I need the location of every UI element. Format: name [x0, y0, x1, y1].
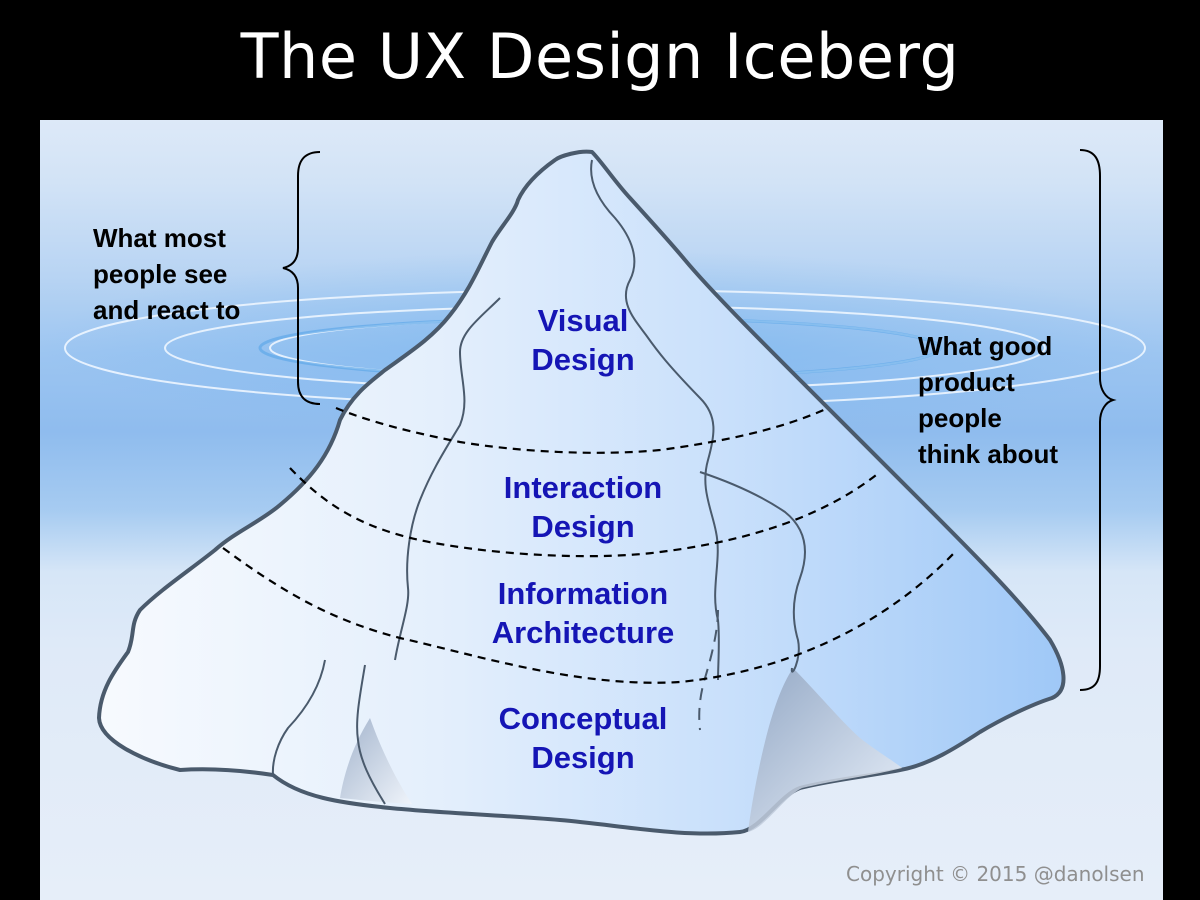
- layer-interaction-design: Interaction Design: [423, 468, 743, 546]
- layer-label-line: Conceptual: [498, 701, 668, 736]
- left-brace: [282, 151, 321, 405]
- right-callout-line: What good: [918, 331, 1053, 361]
- page-title: The UX Design Iceberg: [240, 20, 960, 93]
- boundary-information-conceptual: [222, 547, 956, 684]
- left-callout-line: What most: [93, 223, 226, 253]
- boundary-visual-interaction: [335, 406, 829, 454]
- layer-label-line: Design: [531, 509, 635, 544]
- layer-label-line: Information: [497, 576, 669, 611]
- left-callout-line: people see: [93, 259, 228, 289]
- layer-label-line: Design: [531, 342, 635, 377]
- diagram-canvas: What most people see and react to What g…: [40, 120, 1163, 900]
- iceberg-shadow-left: [340, 718, 412, 804]
- iceberg-crevices: [271, 159, 806, 805]
- right-callout-line: product: [918, 367, 1015, 397]
- iceberg-diagram: [40, 120, 1163, 900]
- left-callout: What most people see and react to: [93, 220, 240, 328]
- layer-label-line: Interaction: [503, 470, 663, 505]
- layer-information-architecture: Information Architecture: [423, 574, 743, 652]
- boundary-interaction-information: [289, 467, 881, 558]
- layer-boundaries: [222, 406, 956, 684]
- left-callout-line: and react to: [93, 295, 241, 325]
- right-callout-line: think about: [918, 439, 1059, 469]
- layer-label-line: Visual: [537, 303, 629, 338]
- copyright-notice: Copyright © 2015 @danolsen: [846, 862, 1145, 886]
- iceberg-body: [97, 149, 1066, 836]
- layer-conceptual-design: Conceptual Design: [423, 699, 743, 777]
- iceberg-shadow-right: [748, 668, 902, 832]
- right-brace: [1079, 149, 1117, 691]
- layer-label-line: Architecture: [491, 615, 675, 650]
- layer-visual-design: Visual Design: [423, 301, 743, 379]
- right-callout-line: people: [918, 403, 1002, 433]
- right-callout: What good product people think about: [918, 328, 1058, 472]
- layer-label-line: Design: [531, 740, 635, 775]
